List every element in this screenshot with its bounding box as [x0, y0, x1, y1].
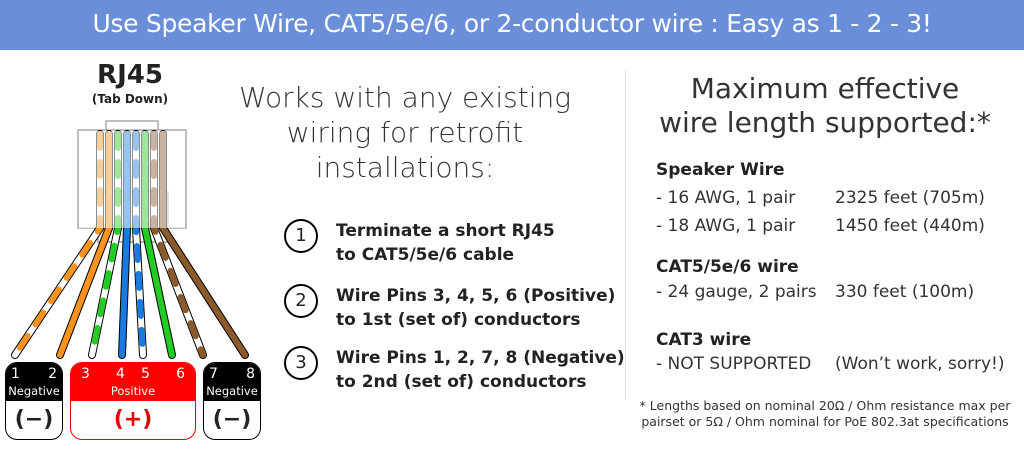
cat3-heading: CAT3 wire [656, 330, 752, 350]
column-divider [625, 70, 626, 400]
step-number: 1 [284, 219, 318, 253]
cat5-heading: CAT5/5e/6 wire [656, 257, 799, 277]
step-number: 3 [284, 346, 318, 380]
spec: - 18 AWG, 1 pair [656, 216, 796, 236]
spec: - NOT SUPPORTED [656, 354, 812, 374]
length: 1450 feet (440m) [835, 216, 985, 236]
positive-symbol: (+) [113, 407, 153, 432]
rj45-wiring-diagram [11, 120, 249, 359]
negative-symbol: (−) [14, 407, 54, 432]
title-banner: Use Speaker Wire, CAT5/5e/6, or 2-conduc… [0, 0, 1024, 50]
spec: - 16 AWG, 1 pair [656, 188, 796, 208]
footnote: * Lengths based on nominal 20Ω / Ohm res… [639, 398, 1011, 429]
connector-housing [79, 131, 185, 228]
length: 2325 feet (705m) [835, 188, 985, 208]
connector-subtitle: (Tab Down) [91, 92, 169, 106]
speaker-wire-heading: Speaker Wire [656, 160, 785, 180]
step-number: 2 [284, 284, 318, 318]
connector-title: RJ45 [97, 60, 163, 90]
length: 330 feet (100m) [835, 282, 975, 302]
length: (Won’t work, sorry!) [835, 354, 1005, 374]
negative-symbol: (−) [212, 407, 252, 432]
spec: - 24 gauge, 2 pairs [656, 282, 817, 302]
